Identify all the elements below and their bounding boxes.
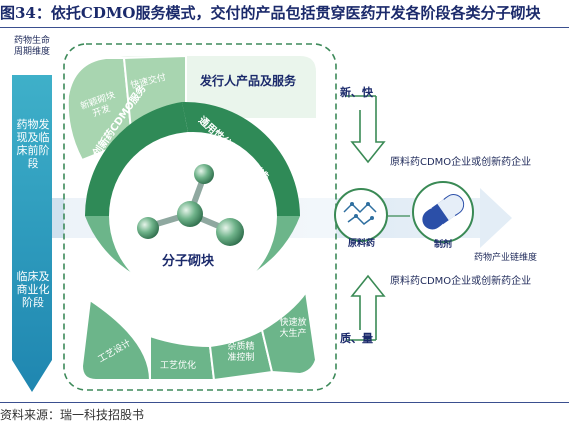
source-note: 资料来源：瑞一科技招股书: [0, 408, 145, 422]
title-rule: [0, 27, 569, 28]
footer-rule: [0, 402, 569, 403]
bottom-up-arrow: [346, 274, 386, 341]
api-label: 原料药: [348, 239, 376, 249]
stage-late-label: 临床及商业化阶段: [16, 270, 50, 309]
product-title: 发行人产品及服务: [200, 74, 297, 88]
molecule-icon: [137, 164, 244, 246]
lifecycle-label: 药物生命 周期维度: [6, 36, 58, 58]
ring-bottom-label: 创新药CDMO服务: [148, 302, 241, 315]
lifecycle-label-line2: 周期维度: [13, 47, 50, 57]
page-title: 图34：依托CDMO服务模式，交付的产品包括贯穿医药开发各阶段各类分子砌块: [0, 4, 541, 22]
top-arrow-label: 新、快: [340, 86, 373, 99]
lifecycle-label-line1: 药物生命: [13, 36, 50, 46]
top-down-arrow: [346, 95, 386, 164]
drug-lifecycle-axis: [12, 75, 52, 392]
bottom-arrow-label: 质、量: [340, 332, 373, 345]
company-top-label: 原料药CDMO企业或创新药企业: [390, 157, 532, 168]
bottom-block-label-3: 杂质精准控制: [227, 342, 255, 363]
api-icon: [334, 188, 388, 242]
stage-early-label: 药物发现及临床前阶段: [16, 118, 50, 170]
capsule-icon: [412, 181, 474, 243]
industry-axis-label: 药物产业链维度: [474, 253, 538, 263]
company-bottom-label: 原料药CDMO企业或创新药企业: [390, 276, 532, 287]
bottom-block-label-2: 工艺优化: [160, 361, 197, 371]
bottom-tiles: [80, 289, 318, 382]
center-label: 分子砌块: [162, 254, 215, 269]
bottom-block-label-4: 快速放大生产: [279, 318, 307, 339]
formulation-label: 制剂: [434, 240, 453, 250]
